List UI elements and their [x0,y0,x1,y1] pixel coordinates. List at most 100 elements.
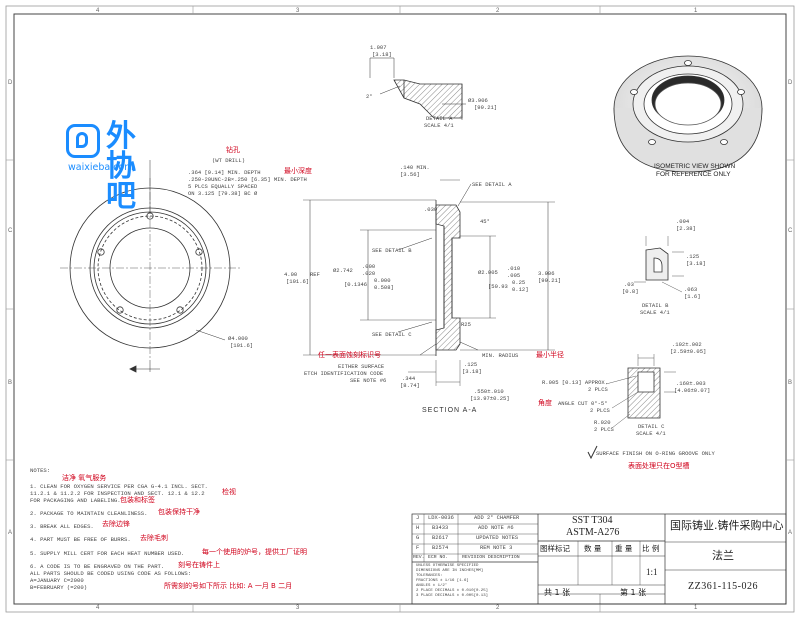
detail-c [587,354,676,460]
detail-c-d2: R.005 [0.13] APPROX. [542,379,609,386]
zone-right-d: D [788,80,793,86]
note-1a: 1. CLEAN FOR OXYGEN SERVICE PER CGA G-4.… [30,483,208,490]
annot-depth: 最小深度 [284,167,312,175]
note-6b: ALL PARTS SHOULD BE CODED USING CODE AS … [30,570,192,577]
sec-radius-val: .125 [464,361,478,368]
rev-row-4-desc: REM NOTE 3 [480,545,513,551]
detail-b-d3-metric: [0.8] [622,288,639,295]
detail-b-d2-metric: [3.18] [686,260,706,267]
tb-hdr-qty: 数 量 [584,544,602,553]
zone-right-c: C [788,228,793,234]
zone-left-d: D [8,80,13,86]
iso-line2: FOR REFERENCE ONLY [656,171,731,178]
annot-angle: 角度 [538,399,552,407]
callout-thread: .250-20UNC-2B×.250 [6.35] MIN. DEPTH [188,176,307,183]
detail-a-title: DETAIL A [426,115,453,122]
sec-surface2: ETCH IDENTIFICATION CODE [304,370,384,377]
note-3: 3. BREAK ALL EDGES. [30,523,94,530]
sec-width: .550±.010 [474,388,504,395]
note-6-cn: 刻号在铸件上 [178,561,220,569]
zone-top-1: 1 [694,8,698,14]
note-6-cn-code: 所需刻的号如下所示 比如: A 一月 B 二月 [164,582,293,590]
annot-finish: 表面处理只在O型槽 [628,462,690,470]
rev-row-2-ecr: B3433 [432,525,449,531]
sec-min-metric: [3.56] [400,171,420,178]
note-1b: 11.2.1 & 11.2.2 FOR INSPECTION AND SECT.… [30,490,205,497]
note-2: 2. PACKAGE TO MAINTAIN CLEANLINESS. [30,510,148,517]
detail-c-angle-plcs: 2 PLCS [590,407,610,414]
notes-header: NOTES: [30,467,51,474]
sec-ref-metric: [101.6] [286,278,310,285]
callout-plcs: 5 PLCS EQUALLY SPACED [188,183,258,190]
rev-row-4-rev: F [416,545,420,551]
detail-b-d4-metric: [1.6] [684,293,701,300]
zone-top-4: 4 [96,8,100,14]
sec-bore1-plus: .000 [362,263,376,270]
detail-c-r2-plcs: 2 PLCS [594,426,614,433]
sec-bore1-metric-minus: 0.508] [374,284,394,291]
sec-r25: R25 [461,321,471,328]
detail-c-scale: SCALE 4/1 [636,430,666,437]
logo-brand-text: 外协吧 [106,119,136,214]
detail-b-scale: SCALE 4/1 [640,309,670,316]
detail-c-angle: ANGLE CUT 0°-5° [558,400,608,407]
sec-bore1-minus: .020 [362,270,376,277]
logo-url-text: waixieba.com [68,162,134,173]
logo-mark-inner [76,132,88,148]
section-a-a [303,179,555,386]
note-4-cn: 去除毛刺 [140,534,168,542]
zone-left-a: A [8,530,13,536]
iso-line1: ISOMETRIC VIEW SHOWN [654,163,736,170]
annot-etch: 任一表面蚀刻标识号 [318,351,381,359]
zone-top-2: 2 [496,8,500,14]
sec-angle45: 45° [480,218,490,225]
zone-bottom-1: 1 [694,605,698,611]
detail-a-dia-metric: [99.21] [474,104,498,111]
note-6a: 6. A CODE IS TO BE ENGRAVED ON THE PART. [30,563,165,570]
note-6d: B=FEBRUARY (=200) [30,584,88,591]
sec-radius-metric: [3.18] [462,368,482,375]
surface-finish-note: SURFACE FINISH ON O-RING GROOVE ONLY [596,450,715,457]
rev-header-rev: REV. [413,555,425,560]
sec-bore1-metric-plus: 0.000 [374,277,391,284]
sec-od: 3.906 [538,270,555,277]
zone-top-3: 3 [296,8,300,14]
isometric-view [613,55,763,173]
detail-a-dim-top: 1.007 [370,44,387,51]
detail-a-dim-top-metric: [3.18] [372,51,392,58]
zone-bottom-2: 2 [496,605,500,611]
sec-surface3: SEE NOTE #6 [350,377,387,384]
note-2-cn: 包装保持干净 [158,508,200,516]
note-4: 4. PART MUST BE FREE OF BURRS. [30,536,131,543]
zone-bottom-4: 4 [96,605,100,611]
annot-drill: 钻孔 [226,146,240,154]
rev-row-1-desc: ADD 2° CHAMFER [474,515,520,521]
tb-hdr-mark: 图样标记 [540,544,570,553]
sec-od-metric: [99.21] [538,277,562,284]
callout-drill: (WT DRILL) [212,157,246,164]
sec-surface1: EITHER SURFACE [338,363,385,370]
sec-radius-txt: MIN. RADIUS [482,352,519,359]
detail-a-scale: SCALE 4/1 [424,122,454,129]
rev-header-desc: REVISION DESCRIPTION [462,555,520,560]
od-label: Ø4.000 [228,335,248,342]
detail-b-title: DETAIL B [642,302,669,309]
tol-l2: DIMENSIONS ARE IN INCHES[MM] [416,569,484,573]
logo-mark [66,124,100,158]
sec-bore2: Ø2.005 [478,269,498,276]
sec-bore2-metric-plus: 0.25 [512,279,526,286]
note-1-cn-inspect: 检视 [222,488,236,496]
detail-b-d2: .125 [686,253,700,260]
sec-bore1: Ø2.742 [333,267,353,274]
detail-a-dia: Ø3.906 [468,97,488,104]
sec-chamfer: .030 [424,206,438,213]
detail-b-d3: .03 [624,281,634,288]
tol-l5: ANGLES ± 1/2° [416,584,448,588]
zone-right-a: A [788,530,793,536]
tol-l7: 3 PLACE DECIMALS ± 0.005[0.13] [416,594,489,598]
tol-l1: UNLESS OTHERWISE SPECIFIED [416,564,479,568]
title-block-grid [411,513,787,605]
detail-c-d1-metric: [2.59±0.05] [670,348,707,355]
scale-value: 1:1 [646,567,658,577]
